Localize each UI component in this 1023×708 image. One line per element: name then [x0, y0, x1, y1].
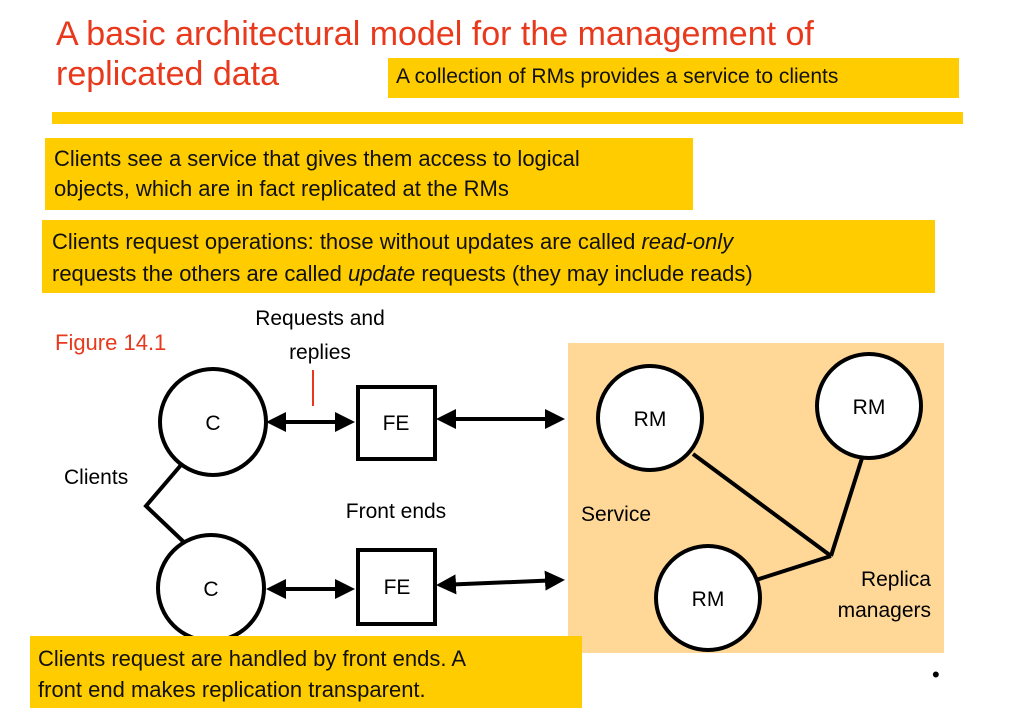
- rm-link-left: [691, 452, 833, 558]
- client-node-bottom-label: C: [203, 578, 218, 601]
- slide-title: A basic architectural model for the mana…: [56, 14, 936, 94]
- client-node-top-label: C: [205, 412, 220, 435]
- replica-manager-node-left: [596, 364, 704, 472]
- front-ends-label: Front ends: [346, 500, 446, 523]
- operations-text-1: Clients request operations: those withou…: [52, 229, 642, 254]
- rm-link-right: [829, 454, 865, 557]
- requests-label-line-1: Requests and: [255, 307, 385, 330]
- title-underline-bar: [52, 112, 963, 124]
- bullet-point: •: [932, 662, 940, 687]
- operations-text-3: requests (they may include reads): [415, 261, 753, 286]
- replica-manager-node-bottom: [654, 544, 762, 652]
- figure-label: Figure 14.1: [55, 330, 167, 355]
- front-end-top-label: FE: [383, 412, 410, 435]
- callout-front-ends-line-1: Clients request are handled by front end…: [38, 646, 467, 671]
- front-end-bottom-label: FE: [384, 576, 411, 599]
- callout-front-ends-line-2: front end makes replication transparent.: [38, 677, 426, 702]
- replica-managers-label-line-2: managers: [838, 599, 931, 622]
- fe-service-arrow-bottom: [436, 570, 565, 595]
- operations-update-term: update: [347, 261, 416, 286]
- replica-manager-node-right: [815, 352, 923, 460]
- callout-request-operations: Clients request operations: those withou…: [42, 220, 935, 293]
- replica-manager-bottom-label: RM: [692, 588, 725, 611]
- replica-managers-label-line-1: Replica: [861, 568, 931, 591]
- callout-service-summary: A collection of RMs provides a service t…: [388, 58, 959, 98]
- callout-operations-line-1: Clients request operations: those withou…: [52, 226, 935, 258]
- requests-label-line-2: replies: [289, 341, 351, 364]
- callout-clients-see-line-2: objects, which are in fact replicated at…: [54, 176, 509, 201]
- replica-manager-left-label: RM: [634, 408, 667, 431]
- clients-label: Clients: [64, 466, 128, 489]
- rm-link-bottom: [755, 554, 832, 582]
- title-line-2: replicated data: [56, 55, 280, 93]
- callout-operations-line-2: requests the others are called update re…: [52, 258, 935, 290]
- front-end-box-bottom: [356, 548, 437, 626]
- replica-manager-right-label: RM: [853, 396, 886, 419]
- clients-bracket: [143, 456, 190, 548]
- callout-front-ends: Clients request are handled by front end…: [30, 636, 582, 708]
- callout-clients-see-line-1: Clients see a service that gives them ac…: [54, 146, 580, 171]
- operations-text-2: requests the others are called: [52, 261, 348, 286]
- callout-clients-see-service: Clients see a service that gives them ac…: [45, 138, 693, 210]
- service-label: Service: [581, 503, 651, 526]
- title-line-1: A basic architectural model for the mana…: [56, 15, 814, 53]
- operations-readonly-term: read-only: [641, 229, 734, 254]
- front-end-box-top: [356, 385, 437, 461]
